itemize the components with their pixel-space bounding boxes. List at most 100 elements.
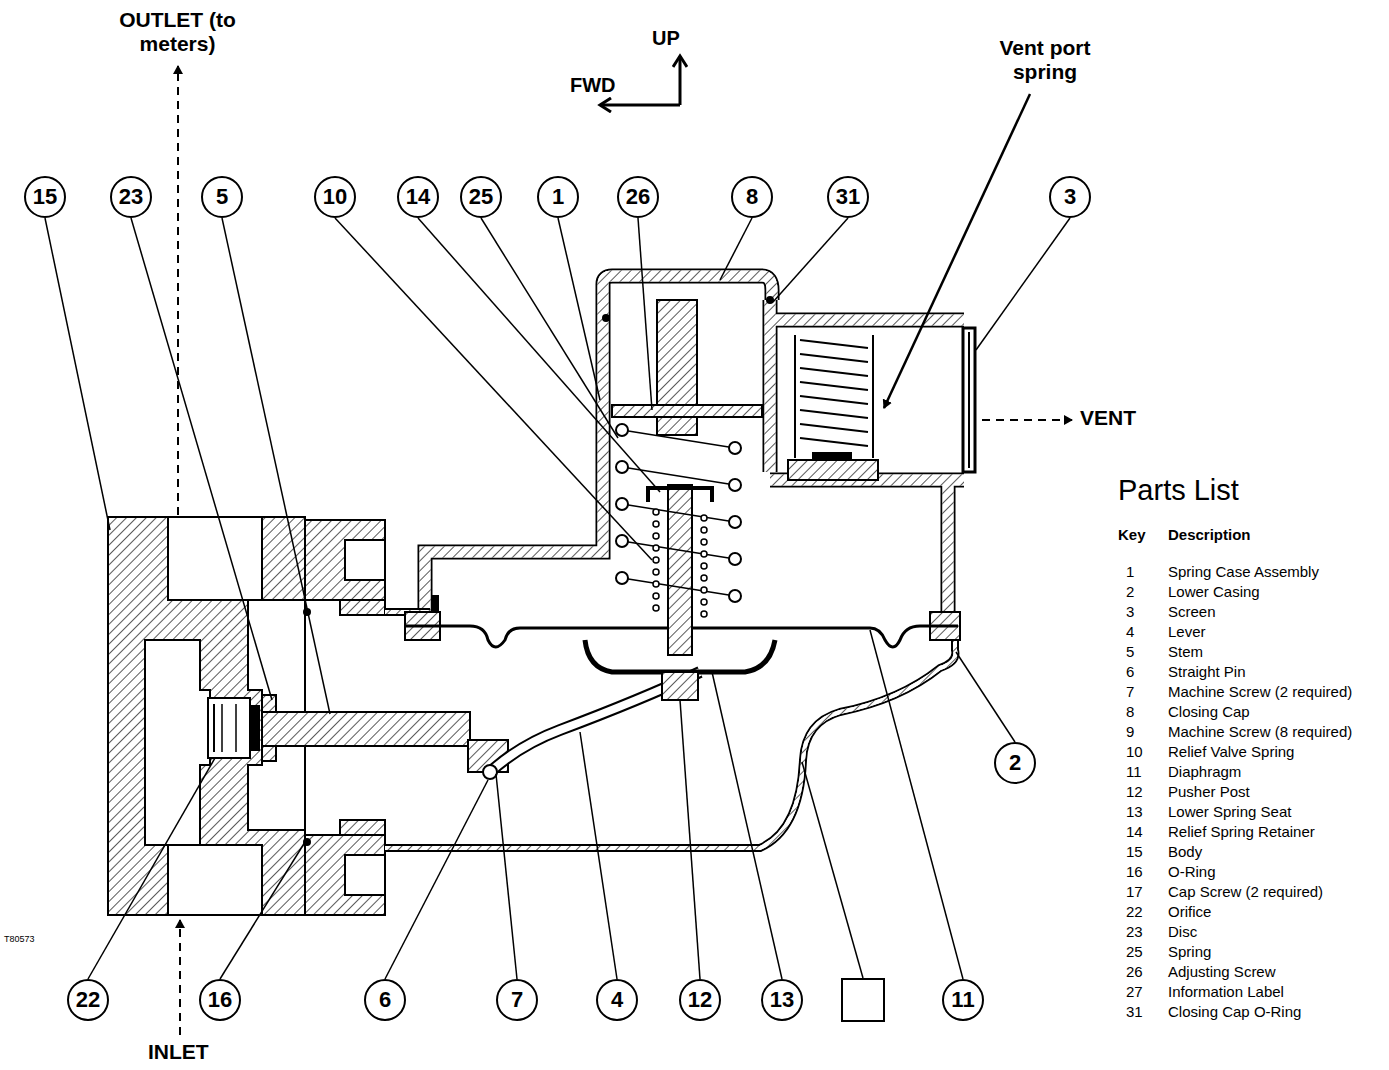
table-key: 15 xyxy=(1126,843,1143,860)
callout-circle: 11 xyxy=(942,979,984,1021)
table-key: 7 xyxy=(1126,683,1134,700)
callout-number: 1 xyxy=(552,184,564,210)
callout-number: 16 xyxy=(208,987,232,1013)
valve-parts xyxy=(483,765,497,779)
callout-circle: 4 xyxy=(596,979,638,1021)
table-key: 27 xyxy=(1126,983,1143,1000)
callout-number: 2 xyxy=(1009,750,1021,776)
leader-lines xyxy=(335,218,652,560)
flow-arrows xyxy=(179,920,181,1035)
callout-number: 31 xyxy=(836,184,860,210)
springs xyxy=(653,509,659,515)
springs xyxy=(729,590,741,602)
leader-lines xyxy=(45,218,1070,979)
callout-number: 6 xyxy=(379,987,391,1013)
leader-lines xyxy=(131,218,272,700)
leader-lines xyxy=(870,630,963,979)
leader-lines xyxy=(418,218,660,492)
flow-arrows xyxy=(600,104,680,107)
table-description: Information Label xyxy=(1168,983,1284,1000)
springs xyxy=(729,516,741,528)
valve-parts xyxy=(262,712,470,746)
valve-parts xyxy=(668,485,692,655)
table-description: Body xyxy=(1168,843,1202,860)
table-description: Adjusting Screw xyxy=(1168,963,1276,980)
springs xyxy=(653,581,659,587)
table-key: 9 xyxy=(1126,723,1134,740)
leader-lines xyxy=(802,762,863,978)
callout-number: 4 xyxy=(611,987,623,1013)
callout-number: 13 xyxy=(770,987,794,1013)
callout-circle: 23 xyxy=(110,176,152,218)
table-key: 10 xyxy=(1126,743,1143,760)
springs xyxy=(616,424,628,436)
part-callout-label: Vent port spring xyxy=(980,36,1110,84)
callout-circle: 13 xyxy=(761,979,803,1021)
table-description: Spring Case Assembly xyxy=(1168,563,1319,580)
leader-lines xyxy=(638,218,652,410)
springs xyxy=(602,314,610,322)
springs xyxy=(701,575,707,581)
table-description: Orifice xyxy=(1168,903,1211,920)
table-description: Lever xyxy=(1168,623,1206,640)
callout-number: 3 xyxy=(1064,184,1076,210)
springs xyxy=(701,527,707,533)
springs xyxy=(653,533,659,539)
table-key: 17 xyxy=(1126,883,1143,900)
table-key: 5 xyxy=(1126,643,1134,660)
springs xyxy=(616,572,628,584)
table-description: Diaphragm xyxy=(1168,763,1241,780)
callout-circle: 12 xyxy=(679,979,721,1021)
springs xyxy=(963,328,975,472)
leader-lines xyxy=(773,218,848,302)
springs xyxy=(812,452,852,460)
springs xyxy=(701,563,707,569)
callout-number: 8 xyxy=(746,184,758,210)
table-key: 4 xyxy=(1126,623,1134,640)
callout-circle: 3 xyxy=(1049,176,1091,218)
springs xyxy=(701,599,707,605)
springs xyxy=(653,593,659,599)
callout-circle: 25 xyxy=(460,176,502,218)
blank-callout-box xyxy=(842,979,884,1021)
table-description: Spring xyxy=(1168,943,1211,960)
table-description: Straight Pin xyxy=(1168,663,1246,680)
springs xyxy=(701,587,707,593)
flow-arrows xyxy=(177,66,179,515)
springs xyxy=(701,515,707,521)
leader-lines xyxy=(712,672,782,979)
callout-number: 5 xyxy=(216,184,228,210)
casing-walls xyxy=(425,276,964,630)
callout-circle: 2 xyxy=(994,742,1036,784)
callout-circle: 7 xyxy=(496,979,538,1021)
body-casting xyxy=(345,855,385,895)
table-key: 2 xyxy=(1126,583,1134,600)
table-key: 12 xyxy=(1126,783,1143,800)
callout-number: 23 xyxy=(119,184,143,210)
flow-arrows xyxy=(982,419,1072,421)
springs xyxy=(653,557,659,563)
leader-lines xyxy=(680,700,700,979)
callout-number: 14 xyxy=(406,184,430,210)
casing-walls xyxy=(385,276,964,848)
table-key: 6 xyxy=(1126,663,1134,680)
table-key: 25 xyxy=(1126,943,1143,960)
callout-circle: 31 xyxy=(827,176,869,218)
callout-number: 7 xyxy=(511,987,523,1013)
leader-lines xyxy=(220,842,305,979)
springs xyxy=(612,405,762,417)
callout-circle: 22 xyxy=(67,979,109,1021)
callout-circle: 10 xyxy=(314,176,356,218)
callout-circle: 6 xyxy=(364,979,406,1021)
valve-parts xyxy=(490,672,700,772)
drawing-number: T80573 xyxy=(4,934,35,944)
leader-lines xyxy=(720,218,752,280)
leader-lines xyxy=(385,780,488,979)
body-casting xyxy=(345,540,385,580)
callout-circle: 1 xyxy=(537,176,579,218)
springs xyxy=(701,539,707,545)
springs xyxy=(616,535,628,547)
valve-parts xyxy=(213,704,215,752)
valve-parts xyxy=(208,698,250,758)
table-description: Pusher Post xyxy=(1168,783,1250,800)
